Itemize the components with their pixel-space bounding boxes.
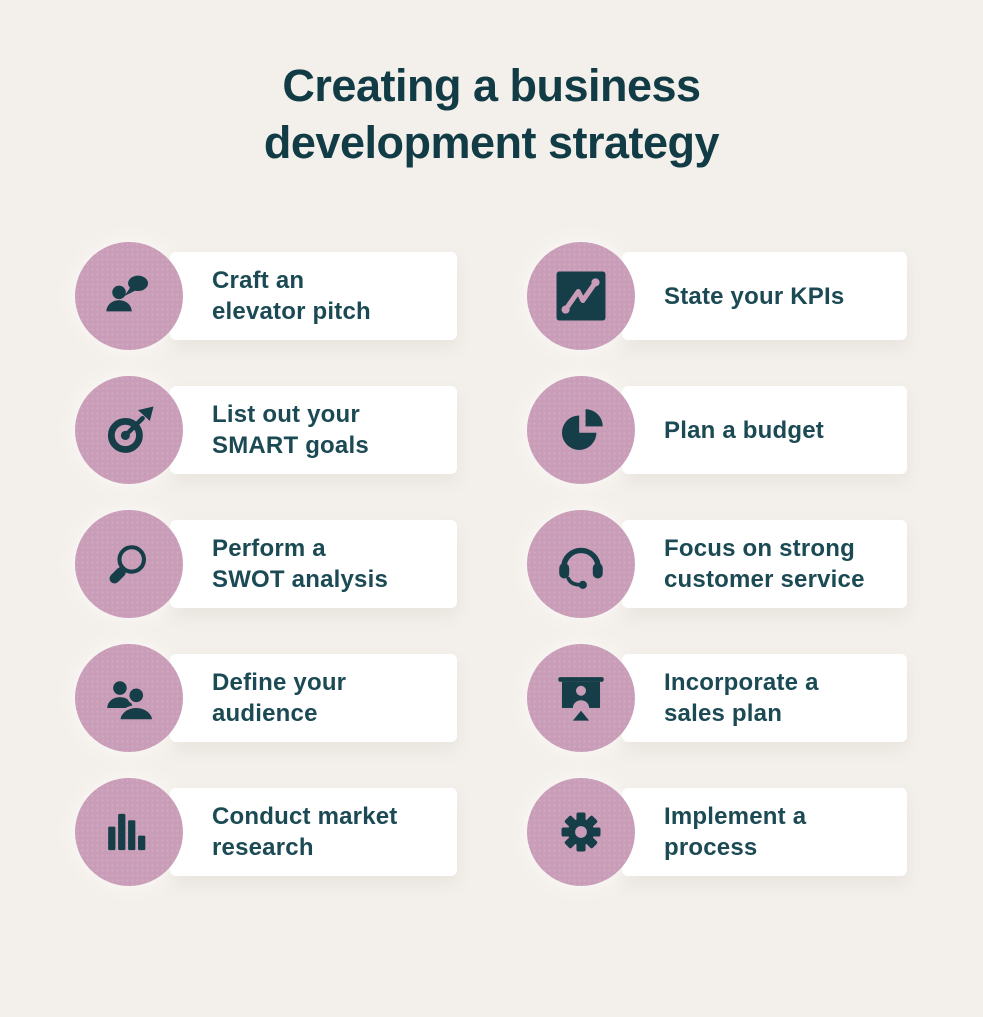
target-icon: [107, 406, 154, 453]
step-card: Implement a process: [622, 788, 907, 876]
icon-circle: [75, 510, 183, 618]
step-label: List out your SMART goals: [212, 401, 369, 459]
icon-circle: [527, 644, 635, 752]
bar-chart-icon: [108, 813, 146, 851]
step-card: Plan a budget: [622, 386, 907, 474]
step-label: Implement a process: [664, 803, 807, 861]
list-item: Conduct market research: [75, 778, 457, 886]
step-label: Focus on strong customer service: [664, 535, 865, 593]
step-label: Perform a SWOT analysis: [212, 535, 388, 593]
icon-circle: [527, 778, 635, 886]
pie-chart-icon: [561, 409, 603, 450]
list-item: Implement a process: [527, 778, 907, 886]
step-card: Define your audience: [170, 654, 457, 742]
step-label: Craft an elevator pitch: [212, 267, 371, 325]
icon-circle: [527, 242, 635, 350]
gear-icon: [561, 812, 601, 852]
icon-circle: [75, 242, 183, 350]
list-item: Perform a SWOT analysis: [75, 510, 457, 618]
step-card: Perform a SWOT analysis: [170, 520, 457, 608]
icon-circle: [527, 510, 635, 618]
step-label: Define your audience: [212, 669, 347, 727]
presentation-icon: [558, 677, 604, 721]
step-label: State your KPIs: [664, 282, 845, 310]
step-card: State your KPIs: [622, 252, 907, 340]
icon-circle: [75, 644, 183, 752]
icon-circle: [75, 376, 183, 484]
headset-icon: [559, 547, 603, 589]
person-speech-icon: [106, 275, 149, 312]
list-item: Plan a budget: [527, 376, 907, 484]
icon-circle: [75, 778, 183, 886]
list-item: Craft an elevator pitch: [75, 242, 457, 350]
page-title: Creating a business development strategy: [263, 60, 720, 168]
step-card: Craft an elevator pitch: [170, 252, 457, 340]
list-item: State your KPIs: [527, 242, 907, 350]
step-card: Conduct market research: [170, 788, 457, 876]
step-card: List out your SMART goals: [170, 386, 457, 474]
icon-circle: [527, 376, 635, 484]
step-label: Plan a budget: [664, 416, 824, 444]
step-label: Conduct market research: [212, 803, 398, 861]
list-item: Focus on strong customer service: [527, 510, 907, 618]
list-item: Incorporate a sales plan: [527, 644, 907, 752]
people-icon: [107, 681, 155, 723]
list-item: Define your audience: [75, 644, 457, 752]
step-card: Incorporate a sales plan: [622, 654, 907, 742]
step-card: Focus on strong customer service: [622, 520, 907, 608]
list-item: List out your SMART goals: [75, 376, 457, 484]
magnifier-icon: [109, 545, 146, 584]
strategy-steps-grid: Craft an elevator pitch List out your SM…: [75, 242, 907, 886]
step-label: Incorporate a sales plan: [664, 669, 819, 727]
line-chart-icon: [556, 271, 606, 321]
